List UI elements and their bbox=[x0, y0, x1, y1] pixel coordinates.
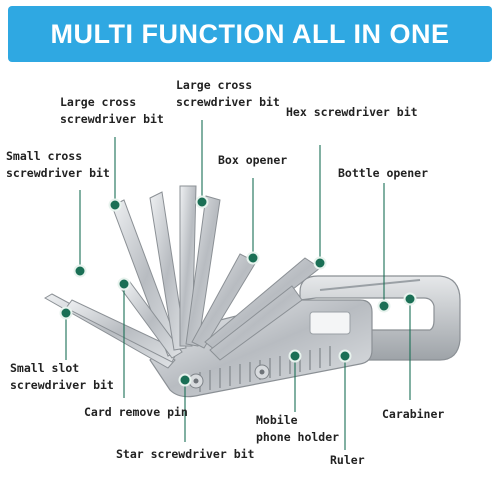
label-ruler: Ruler bbox=[330, 453, 365, 467]
label-card-remove: Card remove pin bbox=[84, 405, 188, 419]
label-large-cross-top: Large cross screwdriver bit bbox=[176, 78, 280, 109]
label-bottle-opener: Bottle opener bbox=[338, 166, 429, 180]
label-small-cross: Small cross screwdriver bit bbox=[6, 149, 110, 180]
label-star: Star screwdriver bit bbox=[116, 447, 255, 461]
label-mobile-holder: Mobile phone holder bbox=[256, 413, 340, 444]
label-large-cross-left: Large cross screwdriver bit bbox=[60, 95, 164, 126]
label-carabiner: Carabiner bbox=[382, 407, 445, 421]
label-hex: Hex screwdriver bit bbox=[286, 105, 418, 119]
label-small-slot: Small slot screwdriver bit bbox=[10, 361, 114, 392]
fanned-bits-shape bbox=[43, 185, 321, 369]
leader-lines bbox=[65, 120, 411, 450]
banner-title: MULTI FUNCTION ALL IN ONE bbox=[50, 18, 450, 49]
title-banner: MULTI FUNCTION ALL IN ONE bbox=[8, 6, 492, 62]
callout-markers bbox=[59, 195, 417, 387]
label-box-opener: Box opener bbox=[218, 153, 288, 167]
